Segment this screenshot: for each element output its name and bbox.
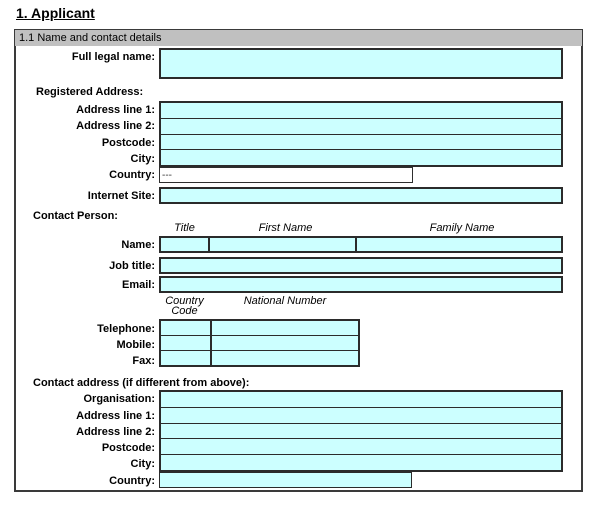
family-name-column-header: Family Name: [429, 222, 495, 234]
organisation-input[interactable]: [161, 392, 561, 407]
contact-address-heading: Contact address (if different from above…: [33, 377, 250, 389]
job-title-label: Job title:: [109, 260, 155, 272]
contact-city-label: City:: [130, 458, 155, 470]
fax-row: [161, 350, 358, 365]
reg-address-line-2-label: Address line 2:: [76, 120, 155, 132]
reg-postcode-input[interactable]: [161, 133, 561, 150]
reg-country-label: Country:: [109, 169, 155, 181]
contact-postcode-input[interactable]: [161, 438, 561, 455]
title-column-header: Title: [174, 222, 195, 234]
fax-country-code-input[interactable]: [161, 351, 212, 365]
internet-site-input[interactable]: [159, 187, 563, 204]
reg-city-label: City:: [130, 153, 155, 165]
name-title-input[interactable]: [161, 238, 210, 251]
reg-country-input[interactable]: [159, 167, 413, 183]
contact-address-line-2-label: Address line 2:: [76, 426, 155, 438]
section-header-bar: 1.1 Name and contact details: [14, 29, 583, 47]
contact-city-input[interactable]: [161, 454, 561, 470]
contact-address-line-1-input[interactable]: [161, 406, 561, 423]
telephone-row: [161, 321, 358, 335]
name-label: Name:: [121, 239, 155, 251]
full-legal-name-label: Full legal name:: [71, 51, 155, 63]
contact-address-line-1-label: Address line 1:: [76, 410, 155, 422]
first-name-column-header: First Name: [258, 222, 313, 234]
mobile-country-code-input[interactable]: [161, 336, 212, 350]
contact-address-stack: [159, 390, 563, 472]
contact-postcode-label: Postcode:: [101, 442, 155, 454]
name-first-input[interactable]: [210, 238, 357, 251]
page-title: 1. Applicant: [16, 5, 95, 21]
mobile-number-input[interactable]: [212, 336, 358, 350]
reg-address-line-1-label: Address line 1:: [76, 104, 155, 116]
telephone-country-code-input[interactable]: [161, 321, 212, 335]
contact-address-line-2-input[interactable]: [161, 422, 561, 439]
contact-country-input[interactable]: [159, 472, 412, 488]
contact-country-label: Country:: [109, 475, 155, 487]
reg-address-line-1-input[interactable]: [161, 103, 561, 118]
country-code-column-header: Country Code: [165, 295, 204, 317]
full-legal-name-input[interactable]: [159, 48, 563, 79]
reg-postcode-label: Postcode:: [101, 137, 155, 149]
internet-site-label: Internet Site:: [87, 190, 155, 202]
name-family-input[interactable]: [357, 238, 561, 251]
mobile-label: Mobile:: [116, 339, 156, 351]
mobile-row: [161, 335, 358, 350]
reg-city-input[interactable]: [161, 149, 561, 165]
fax-label: Fax:: [132, 355, 155, 367]
job-title-input[interactable]: [159, 257, 563, 274]
email-label: Email:: [121, 279, 155, 291]
registered-address-heading: Registered Address:: [36, 86, 144, 98]
name-group: [159, 236, 563, 253]
registered-address-stack: [159, 101, 563, 167]
organisation-label: Organisation:: [83, 393, 155, 405]
contact-person-heading: Contact Person:: [33, 210, 118, 222]
national-number-column-header: National Number: [243, 295, 327, 307]
email-input[interactable]: [159, 276, 563, 293]
telephone-label: Telephone:: [97, 323, 155, 335]
fax-number-input[interactable]: [212, 351, 358, 365]
phone-stack: [159, 319, 360, 367]
telephone-number-input[interactable]: [212, 321, 358, 335]
reg-address-line-2-input[interactable]: [161, 117, 561, 134]
